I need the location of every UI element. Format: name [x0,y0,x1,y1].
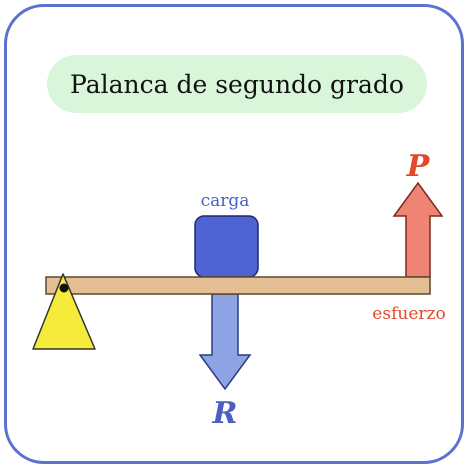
load-block [194,215,259,278]
effort-label: esfuerzo [372,304,445,324]
title-pill [47,55,427,113]
arrow-up-icon [392,181,444,278]
fulcrum-pivot [59,283,69,293]
triangle-fulcrum-icon [32,273,96,350]
effort-symbol: P [406,149,431,184]
arrow-down-icon [198,293,252,391]
load-label: carga [201,191,250,211]
lever-bar [45,276,431,295]
resistance-symbol: R [212,396,238,431]
diagram-title: Palanca de segundo grado [70,70,404,99]
